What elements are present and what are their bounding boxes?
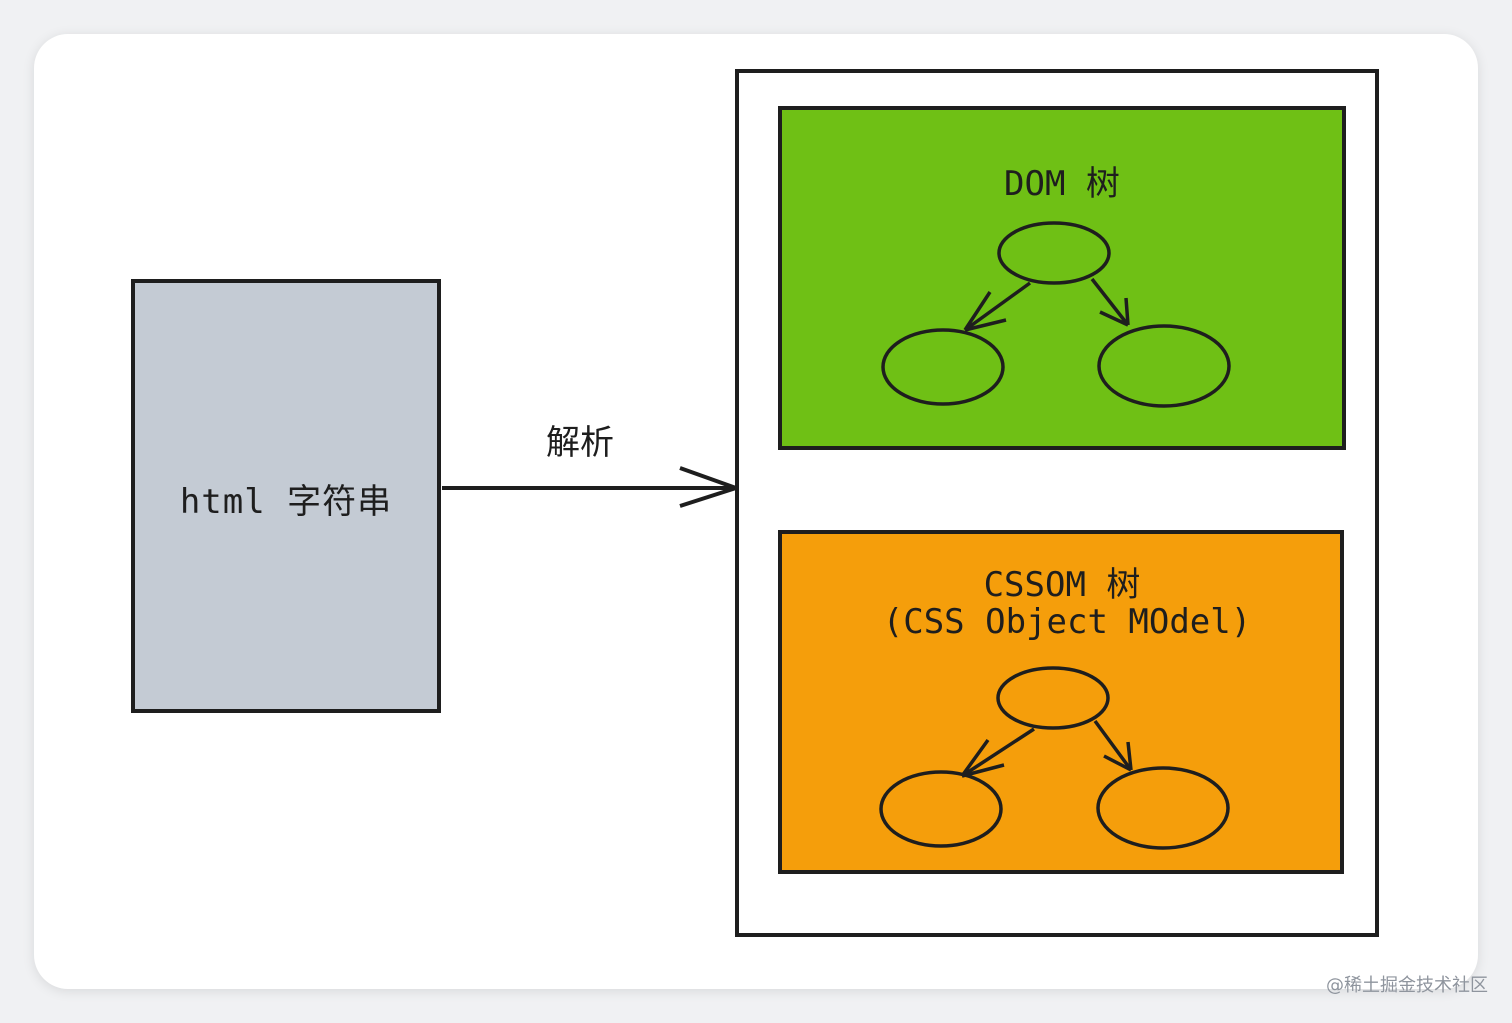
cssom-right-edge: [1093, 719, 1133, 772]
cssom-left-edge: [961, 727, 1035, 778]
dom-left-node: [881, 328, 1005, 406]
dom-tree-graphic: [881, 221, 1231, 408]
cssom-left-node: [879, 770, 1003, 848]
dom-left-edge: [963, 281, 1032, 332]
cssom-tree-title: CSSOM 树: [983, 565, 1141, 605]
html-string-label: html 字符串: [179, 482, 393, 522]
dom-right-node: [1097, 324, 1231, 408]
dom-tree-title: DOM 树: [1004, 164, 1120, 204]
dom-right-edge: [1090, 277, 1130, 327]
cssom-tree-subtitle: (CSS Object MOdel): [882, 602, 1252, 642]
cssom-panel: [778, 530, 1344, 874]
watermark: @稀土掘金技术社区: [1326, 975, 1488, 996]
dom-panel: [778, 106, 1346, 450]
html-string-box: [131, 279, 441, 713]
cssom-tree-graphic: [879, 666, 1230, 850]
dom-root-node: [997, 221, 1111, 285]
cssom-right-node: [1096, 766, 1230, 850]
parse-arrow: [442, 466, 738, 508]
parse-label: 解析: [546, 423, 614, 463]
cssom-root-node: [996, 666, 1110, 730]
